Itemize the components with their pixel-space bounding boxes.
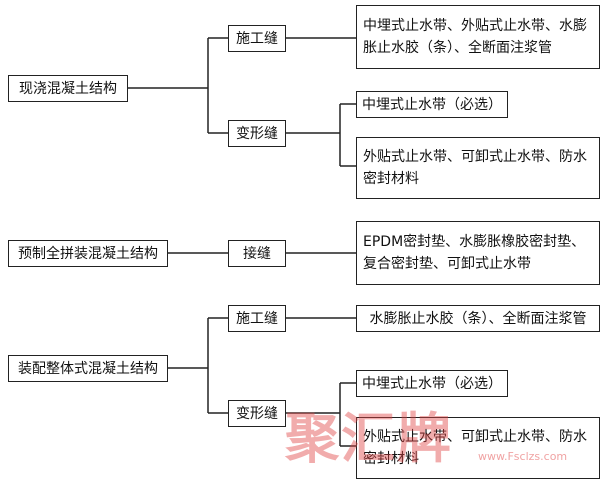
g1-root-box: 现浇混凝土结构	[8, 75, 128, 102]
watermark-logo: 聚汇牌	[285, 407, 453, 470]
g3-construction-joint-label: 施工缝	[236, 310, 278, 327]
g1-deformation-item1: 中埋式止水带（必选）	[356, 91, 508, 118]
g1-deformation-joint-box: 变形缝	[228, 120, 286, 147]
g3-deformation-item2: 外贴式止水带、可卸式止水带、防水 密封材料	[356, 417, 600, 479]
g3-deformation-joint-box: 变形缝	[228, 400, 286, 427]
g2-line1: EPDM密封垫、水膨胀橡胶密封垫、	[363, 234, 586, 250]
g1-b-item2-line2: 密封材料	[363, 171, 419, 187]
g3-b-item1-label: 中埋式止水带（必选）	[362, 375, 502, 392]
g2-root-box: 预制全拼装混凝土结构	[8, 240, 168, 267]
g3-a-item-label: 水膨胀止水胶（条）、全断面注浆管	[369, 310, 587, 327]
g1-construction-joint-label: 施工缝	[236, 30, 278, 47]
g3-construction-joint-item: 水膨胀止水胶（条）、全断面注浆管	[356, 305, 600, 332]
g1-construction-joint-box: 施工缝	[228, 25, 286, 52]
g3-deformation-item1: 中埋式止水带（必选）	[356, 370, 508, 397]
g1-b-item2-line1: 外贴式止水带、可卸式止水带、防水	[363, 149, 587, 165]
g1-construction-joint-items: 中埋式止水带、外贴式止水带、水膨 胀止水胶（条）、全断面注浆管	[356, 5, 600, 69]
g2-joint-items: EPDM密封垫、水膨胀橡胶密封垫、 复合密封垫、可卸式止水带	[356, 221, 600, 285]
g2-line2: 复合密封垫、可卸式止水带	[363, 256, 531, 272]
g3-root-box: 装配整体式混凝土结构	[8, 355, 168, 382]
g3-root-label: 装配整体式混凝土结构	[18, 360, 158, 377]
g2-joint-label: 接缝	[243, 245, 271, 262]
g3-b-item2-line1: 外贴式止水带、可卸式止水带、防水	[363, 429, 587, 445]
g1-root-label: 现浇混凝土结构	[19, 80, 117, 97]
g2-joint-box: 接缝	[228, 240, 286, 267]
g1-a-line1: 中埋式止水带、外贴式止水带、水膨	[363, 18, 587, 34]
g2-root-label: 预制全拼装混凝土结构	[18, 245, 158, 262]
g3-construction-joint-box: 施工缝	[228, 305, 286, 332]
g1-b-item1-label: 中埋式止水带（必选）	[362, 96, 502, 113]
g3-deformation-joint-label: 变形缝	[236, 405, 278, 422]
g3-b-item2-line2: 密封材料	[363, 451, 419, 467]
g1-deformation-item2: 外贴式止水带、可卸式止水带、防水 密封材料	[356, 137, 600, 199]
g1-deformation-joint-label: 变形缝	[236, 125, 278, 142]
watermark-url: www.Fsclzs.com	[478, 450, 568, 463]
g1-a-line2: 胀止水胶（条）、全断面注浆管	[363, 40, 552, 56]
